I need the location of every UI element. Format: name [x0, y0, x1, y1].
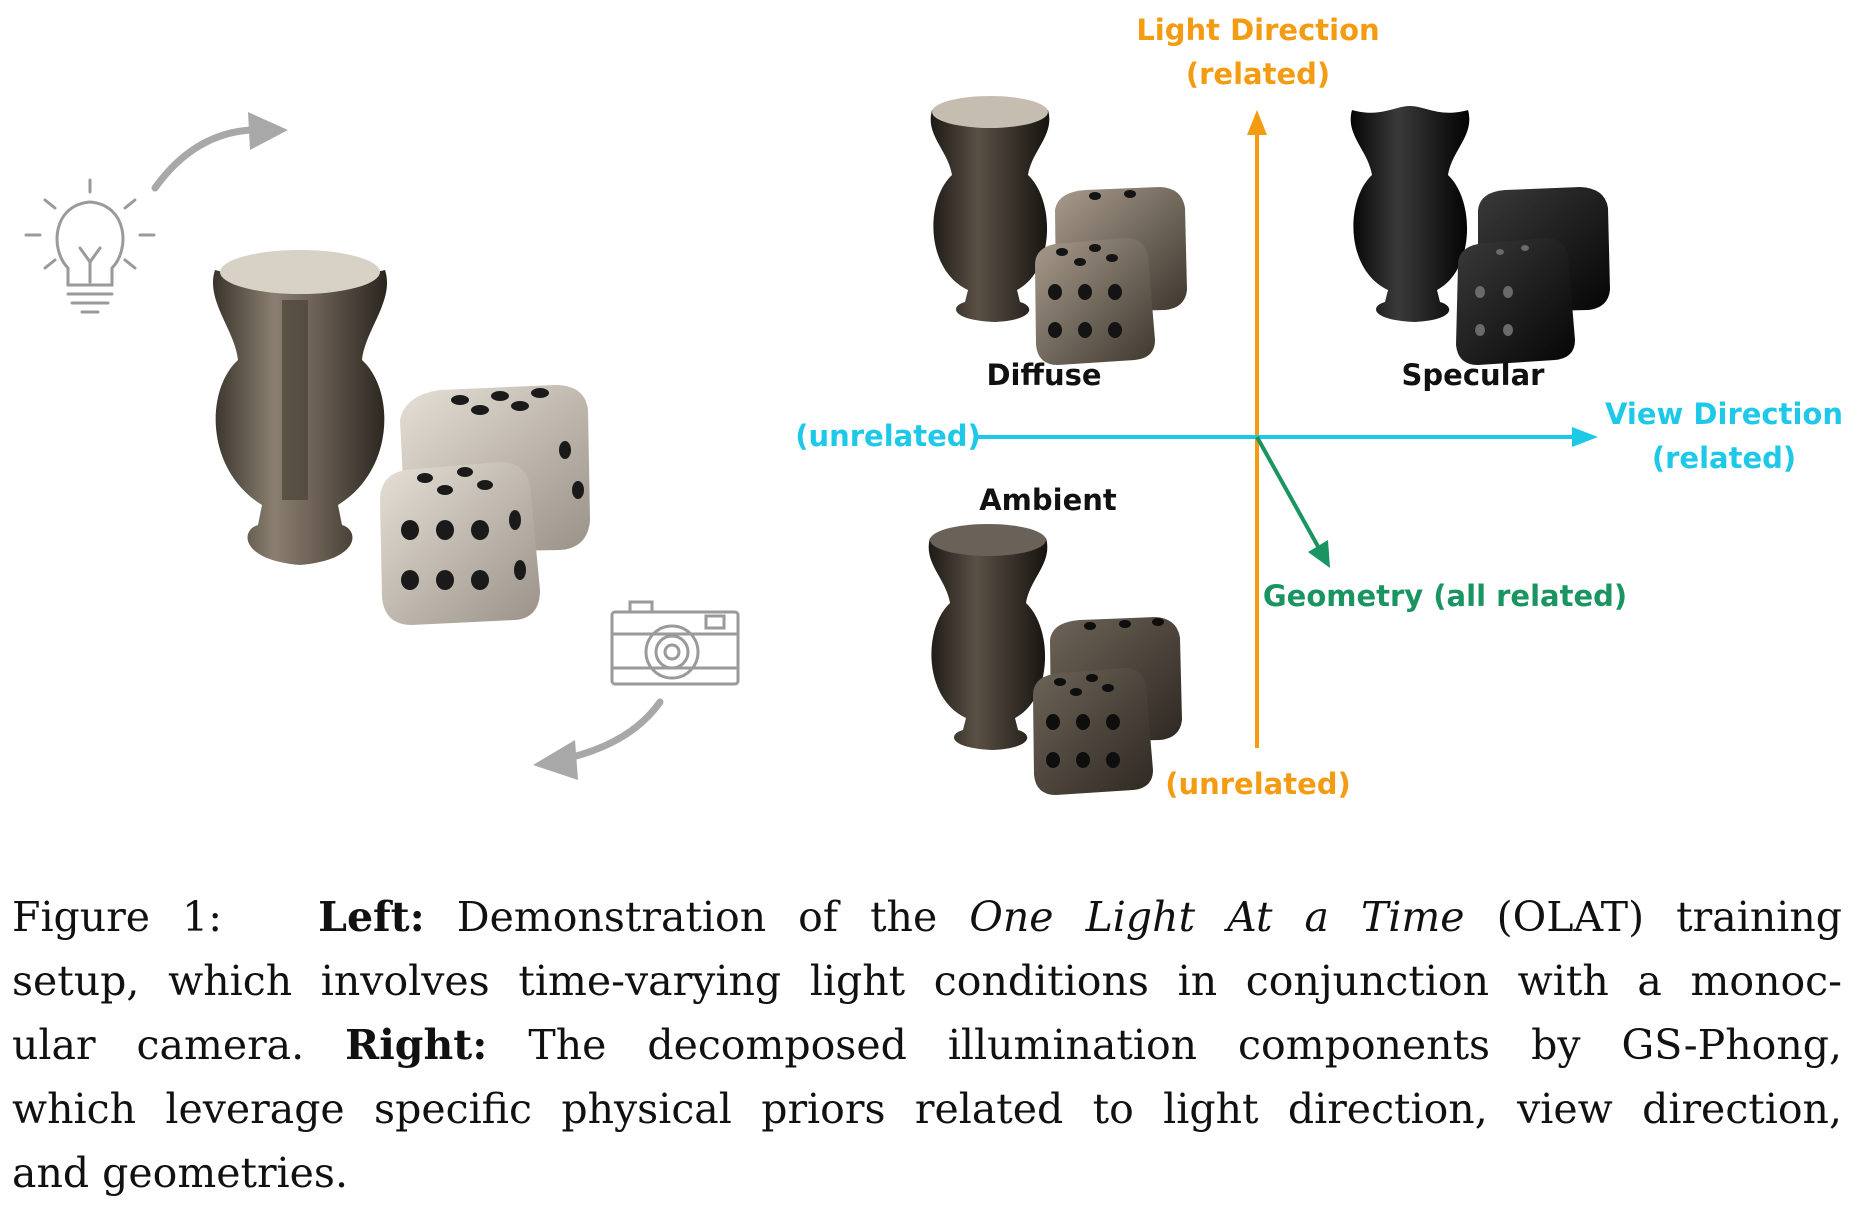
view-unrelated-label: (unrelated): [795, 419, 981, 453]
left-label: Left:: [318, 893, 425, 941]
caption-line-3: ular camera. Right: The decomposed illum…: [12, 1013, 1842, 1077]
specular-image: [1350, 106, 1610, 365]
caption-line-3a: ular camera.: [12, 1021, 305, 1069]
arrowhead-bottom: [533, 740, 578, 780]
caption-line-2: setup, which involves time-varying light…: [12, 957, 1842, 1005]
caption-text-2: (OLAT) training: [1496, 893, 1842, 941]
diffuse-label: Diffuse: [986, 358, 1101, 392]
light-unrelated-label: (unrelated): [1165, 767, 1351, 801]
specular-label: Specular: [1402, 358, 1546, 392]
caption-text-1: Demonstration of the: [456, 893, 938, 941]
figure-illustration: Light Direction (related) (unrelated) Vi…: [24, 13, 1843, 801]
view-axis-arrowhead: [1572, 427, 1598, 447]
caption-line-4: which leverage specific physical priors …: [12, 1085, 1842, 1133]
olat-term: One Light At a Time: [969, 893, 1465, 941]
camera-icon: [610, 600, 740, 686]
dice-image-left: [380, 385, 590, 625]
light-direction-label: Light Direction: [1136, 13, 1379, 47]
caption-line-3b: The decomposed illumination components b…: [528, 1021, 1843, 1069]
caption-line-1: Figure 1: Left: Demonstration of the One…: [12, 885, 1842, 949]
caption-line-5: and geometries.: [12, 1149, 348, 1197]
geometry-axis: [1255, 436, 1322, 551]
ambient-image: [928, 524, 1182, 795]
geometry-label: Geometry (all related): [1263, 579, 1627, 613]
light-bulb-icon: [24, 178, 156, 314]
view-direction-label: View Direction: [1605, 397, 1843, 431]
light-related-label: (related): [1186, 57, 1330, 91]
figure-number: Figure 1:: [12, 893, 223, 941]
light-axis-arrowhead: [1247, 110, 1267, 135]
geometry-axis-arrowhead: [1308, 540, 1330, 568]
diffuse-image: [930, 96, 1187, 365]
view-related-label: (related): [1652, 441, 1796, 475]
vase-image-left: [212, 250, 388, 565]
arrowhead-top: [248, 112, 288, 150]
figure-caption: Figure 1: Left: Demonstration of the One…: [12, 885, 1842, 1205]
right-label: Right:: [345, 1021, 488, 1069]
ambient-label: Ambient: [979, 483, 1117, 517]
